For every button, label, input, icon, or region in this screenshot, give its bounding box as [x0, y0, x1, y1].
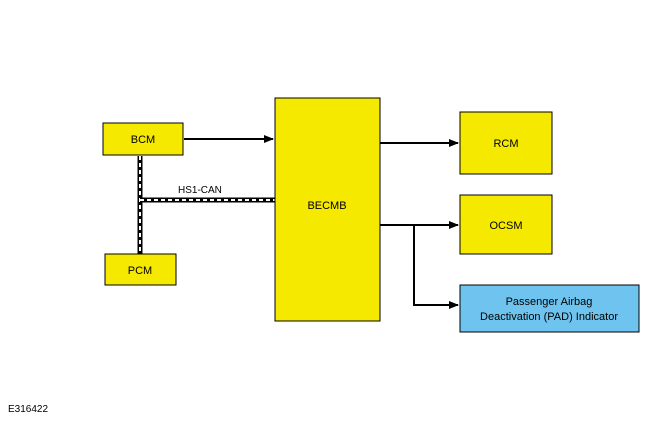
becmb-to-pad-arrow: [413, 225, 459, 309]
pcm-label: PCM: [128, 265, 152, 277]
bcm-module: BCM: [102, 122, 184, 156]
becmb-label: BECMB: [307, 200, 346, 212]
pad-indicator: Passenger Airbag Deactivation (PAD) Indi…: [459, 284, 640, 333]
hs1-can-label: HS1-CAN: [178, 185, 222, 196]
pcm-module: PCM: [104, 253, 177, 286]
bcm-label: BCM: [131, 134, 155, 146]
ocsm-label: OCSM: [490, 220, 523, 232]
rcm-label: RCM: [493, 138, 518, 150]
pad-label-line2: Deactivation (PAD) Indicator: [480, 311, 618, 323]
becmb-module: BECMB: [274, 97, 381, 322]
hs1-can-bus: [137, 156, 275, 254]
figure-reference-id: E316422: [8, 404, 48, 415]
pad-label-line1: Passenger Airbag: [506, 296, 593, 308]
rcm-module: RCM: [459, 111, 553, 175]
ocsm-module: OCSM: [459, 194, 553, 255]
